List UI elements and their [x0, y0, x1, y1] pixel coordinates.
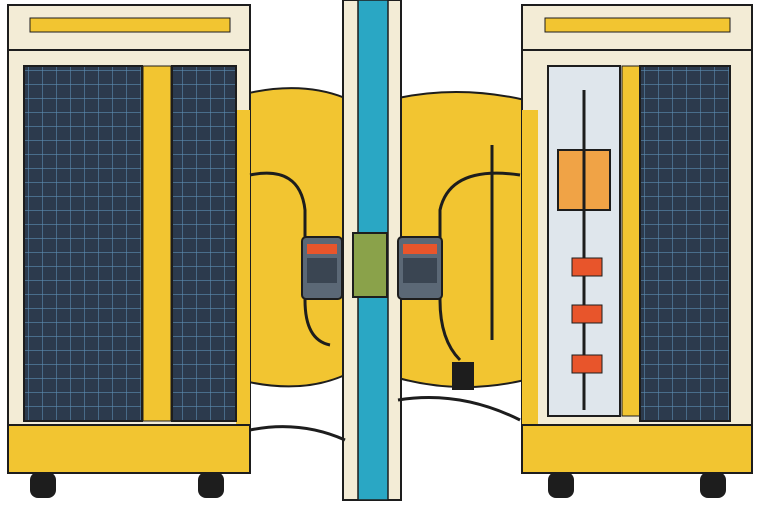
- solar-cabinet-right: [521, 4, 753, 498]
- electric-meter-right: [397, 236, 443, 300]
- junction-box: [452, 362, 474, 390]
- display-panel: [352, 232, 388, 298]
- wires: [249, 145, 521, 442]
- electric-meter-left: [301, 236, 343, 300]
- solar-cabinet-left: [7, 4, 251, 498]
